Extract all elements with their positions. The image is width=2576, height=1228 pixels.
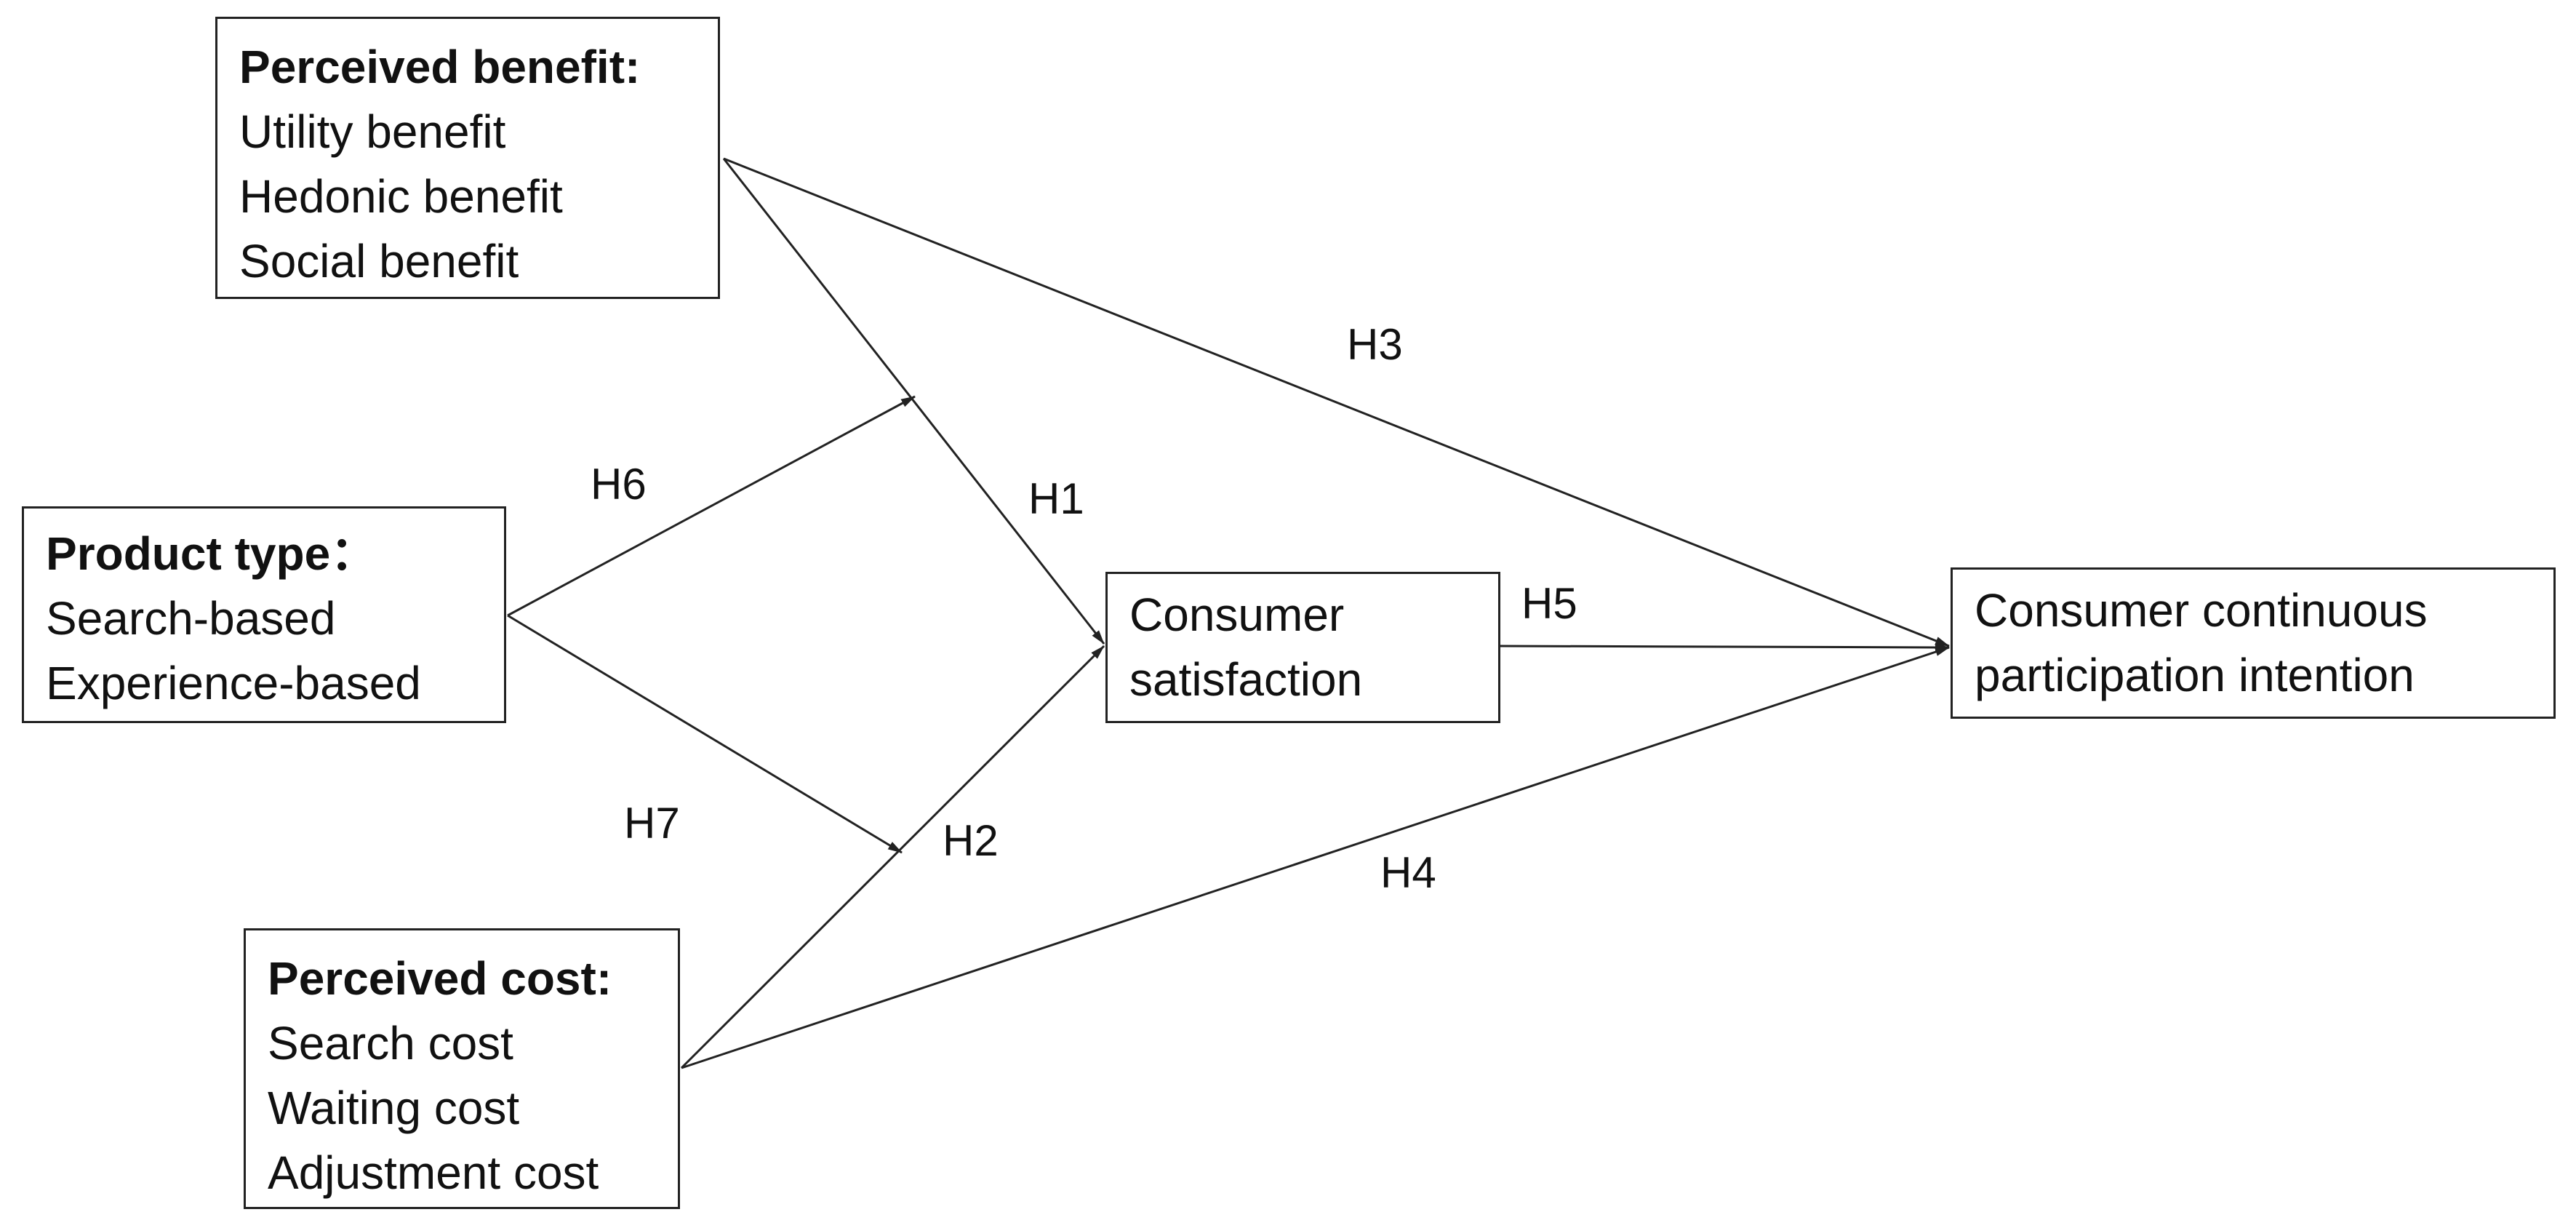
edge-h3 <box>723 157 1950 647</box>
node-perceived-benefit-item: Hedonic benefit <box>239 170 563 223</box>
node-continuous-participation-intention: Consumer continuous participation intent… <box>1951 567 2556 719</box>
node-perceived-benefit-item: Social benefit <box>239 235 519 287</box>
node-consumer-satisfaction-line: satisfaction <box>1129 653 1363 706</box>
label-h3: H3 <box>1347 320 1403 369</box>
node-product-type-title: Product type： <box>46 527 377 580</box>
node-product-type-item: Search-based <box>46 592 336 645</box>
node-continuous-intention-line: participation intention <box>1975 649 2415 701</box>
edge-h5 <box>1500 642 1950 652</box>
label-h5: H5 <box>1521 579 1577 628</box>
node-product-type: Product type： Search-based Experience-ba… <box>22 506 506 723</box>
node-perceived-cost-item: Search cost <box>268 1017 513 1069</box>
edge-h2 <box>680 645 1105 1069</box>
label-h1: H1 <box>1028 474 1084 523</box>
node-continuous-intention-line: Consumer continuous <box>1975 584 2428 637</box>
label-h7: H7 <box>624 799 680 848</box>
node-consumer-satisfaction: Consumer satisfaction <box>1105 572 1500 723</box>
edge-h6 <box>507 395 916 617</box>
node-perceived-benefit-title: Perceived benefit: <box>239 41 641 93</box>
node-consumer-satisfaction-line: Consumer <box>1129 589 1345 641</box>
label-h4: H4 <box>1380 848 1436 897</box>
label-h2: H2 <box>943 816 999 865</box>
edge-h7 <box>507 614 903 854</box>
node-perceived-cost-item: Waiting cost <box>268 1082 520 1134</box>
node-product-type-item: Experience-based <box>46 657 421 709</box>
node-perceived-cost-item: Adjustment cost <box>268 1147 599 1199</box>
node-perceived-cost-title: Perceived cost: <box>268 952 612 1005</box>
label-h6: H6 <box>591 460 647 509</box>
edge-h1 <box>722 158 1105 645</box>
node-perceived-benefit: Perceived benefit: Utility benefit Hedon… <box>215 17 720 299</box>
node-perceived-cost: Perceived cost: Search cost Waiting cost… <box>244 928 680 1209</box>
edge-h4 <box>681 646 1950 1069</box>
node-perceived-benefit-item: Utility benefit <box>239 105 506 158</box>
